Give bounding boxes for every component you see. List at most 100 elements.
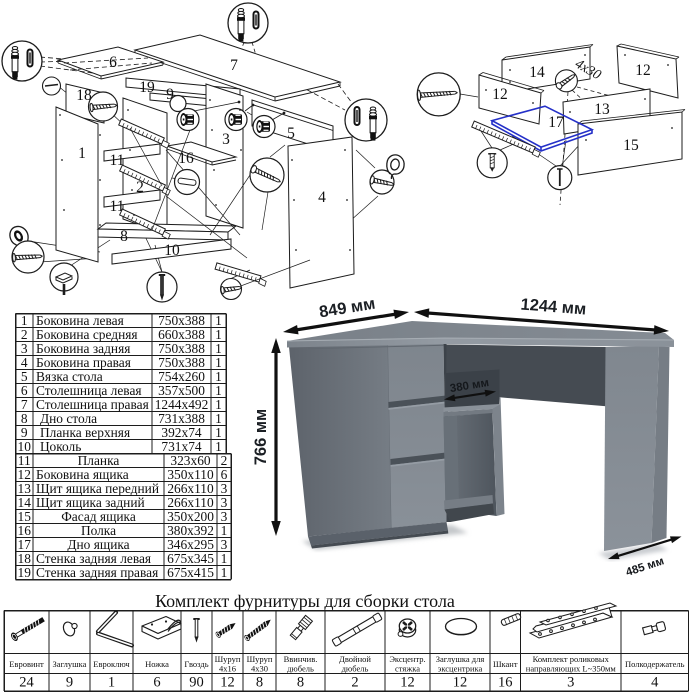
- svg-text:Боковина ящика: Боковина ящика: [36, 467, 129, 482]
- svg-text:Дно стола: Дно стола: [40, 411, 97, 426]
- svg-text:17: 17: [18, 537, 32, 552]
- svg-text:750х388: 750х388: [158, 341, 205, 356]
- svg-text:766 мм: 766 мм: [252, 409, 270, 466]
- svg-text:4х30: 4х30: [251, 664, 268, 674]
- svg-text:750х388: 750х388: [158, 313, 205, 328]
- svg-text:Комплект фурнитуры для сборки: Комплект фурнитуры для сборки стола: [155, 591, 455, 611]
- svg-text:Шуруп: Шуруп: [215, 654, 241, 664]
- svg-text:392х74: 392х74: [161, 425, 201, 440]
- svg-text:1: 1: [215, 341, 222, 356]
- svg-text:4х16: 4х16: [219, 664, 236, 674]
- svg-text:2: 2: [221, 453, 228, 468]
- svg-text:Заглушка для: Заглушка для: [436, 654, 485, 664]
- svg-text:3: 3: [21, 341, 28, 356]
- svg-text:90: 90: [189, 675, 204, 691]
- svg-text:357х500: 357х500: [158, 383, 205, 398]
- svg-text:11: 11: [110, 152, 125, 169]
- svg-text:Евроключ: Евроключ: [93, 659, 130, 669]
- svg-text:12: 12: [635, 62, 651, 79]
- svg-text:Боковина правая: Боковина правая: [36, 355, 131, 370]
- svg-text:3: 3: [222, 131, 230, 148]
- svg-text:1: 1: [215, 355, 222, 370]
- svg-text:10: 10: [164, 242, 180, 259]
- svg-text:Евровинт: Евровинт: [9, 659, 44, 669]
- svg-text:1: 1: [108, 675, 115, 691]
- svg-text:350х200: 350х200: [167, 509, 214, 524]
- svg-text:Боковина левая: Боковина левая: [36, 313, 124, 328]
- svg-text:18: 18: [76, 87, 92, 104]
- svg-text:2: 2: [351, 675, 358, 691]
- svg-text:3: 3: [221, 481, 228, 496]
- svg-text:19: 19: [139, 79, 155, 96]
- svg-text:14: 14: [529, 64, 545, 81]
- svg-text:6: 6: [153, 675, 160, 691]
- svg-text:1: 1: [215, 425, 222, 440]
- svg-text:Дно ящика: Дно ящика: [67, 537, 129, 552]
- svg-text:1: 1: [221, 551, 228, 566]
- svg-text:1: 1: [215, 313, 222, 328]
- svg-text:1244х492: 1244х492: [155, 397, 209, 412]
- svg-text:1: 1: [215, 383, 222, 398]
- svg-text:1: 1: [215, 397, 222, 412]
- svg-text:16: 16: [498, 675, 513, 691]
- svg-text:10: 10: [18, 439, 32, 454]
- svg-text:9: 9: [166, 86, 174, 103]
- svg-text:Боковина средняя: Боковина средняя: [36, 327, 138, 342]
- svg-text:12: 12: [492, 86, 508, 103]
- svg-text:15: 15: [18, 509, 32, 524]
- svg-text:11: 11: [18, 453, 31, 468]
- svg-text:14: 14: [18, 495, 32, 510]
- svg-text:Двойной: Двойной: [339, 654, 371, 664]
- svg-text:Шуруп: Шуруп: [247, 654, 273, 664]
- svg-text:Стенка задняя левая: Стенка задняя левая: [36, 551, 151, 566]
- svg-text:4: 4: [651, 675, 659, 691]
- svg-text:Ножка: Ножка: [145, 659, 169, 669]
- svg-text:6: 6: [21, 383, 28, 398]
- svg-text:Планка: Планка: [78, 453, 120, 468]
- svg-text:Полкодержатель: Полкодержатель: [625, 659, 685, 669]
- svg-text:19: 19: [18, 565, 32, 580]
- svg-text:Столешница левая: Столешница левая: [36, 383, 142, 398]
- svg-text:8: 8: [120, 228, 128, 245]
- svg-text:9: 9: [66, 675, 73, 691]
- svg-text:6: 6: [221, 467, 228, 482]
- svg-text:Комплект роликовых: Комплект роликовых: [533, 654, 610, 664]
- svg-text:Цоколь: Цоколь: [40, 439, 81, 454]
- svg-text:346х295: 346х295: [167, 537, 214, 552]
- svg-text:Полка: Полка: [81, 523, 116, 538]
- svg-text:Шкант: Шкант: [493, 659, 518, 669]
- svg-text:5: 5: [21, 369, 28, 384]
- svg-text:323х60: 323х60: [170, 453, 210, 468]
- svg-text:13: 13: [18, 481, 32, 496]
- svg-text:4: 4: [21, 355, 28, 370]
- svg-text:16: 16: [178, 150, 194, 167]
- svg-text:Щит ящика передний: Щит ящика передний: [36, 481, 159, 496]
- svg-text:1: 1: [221, 565, 228, 580]
- svg-text:7: 7: [230, 57, 238, 74]
- svg-text:8: 8: [297, 675, 304, 691]
- svg-text:1: 1: [21, 313, 28, 328]
- svg-text:1: 1: [215, 369, 222, 384]
- svg-text:675х415: 675х415: [167, 565, 214, 580]
- svg-text:Фасад ящика: Фасад ящика: [61, 509, 136, 524]
- svg-text:24: 24: [19, 675, 34, 691]
- svg-text:Гвоздь: Гвоздь: [184, 659, 208, 669]
- svg-text:750х388: 750х388: [158, 355, 205, 370]
- svg-text:660х388: 660х388: [158, 327, 205, 342]
- svg-text:2: 2: [21, 327, 28, 342]
- svg-text:8: 8: [21, 411, 28, 426]
- svg-text:266х110: 266х110: [167, 481, 214, 496]
- svg-text:13: 13: [594, 101, 610, 118]
- svg-text:675х345: 675х345: [167, 551, 214, 566]
- svg-text:11: 11: [110, 198, 125, 215]
- svg-text:направляющих L~350мм: направляющих L~350мм: [526, 664, 617, 674]
- svg-text:Планка верхняя: Планка верхняя: [40, 425, 130, 440]
- svg-text:дюбель: дюбель: [287, 664, 314, 674]
- svg-text:754х260: 754х260: [158, 369, 205, 384]
- svg-text:3: 3: [221, 495, 228, 510]
- svg-text:380х392: 380х392: [167, 523, 214, 538]
- svg-text:Заглушка: Заглушка: [53, 659, 87, 669]
- svg-text:Боковина задняя: Боковина задняя: [36, 341, 130, 356]
- svg-text:15: 15: [623, 137, 639, 154]
- svg-text:350х110: 350х110: [167, 467, 214, 482]
